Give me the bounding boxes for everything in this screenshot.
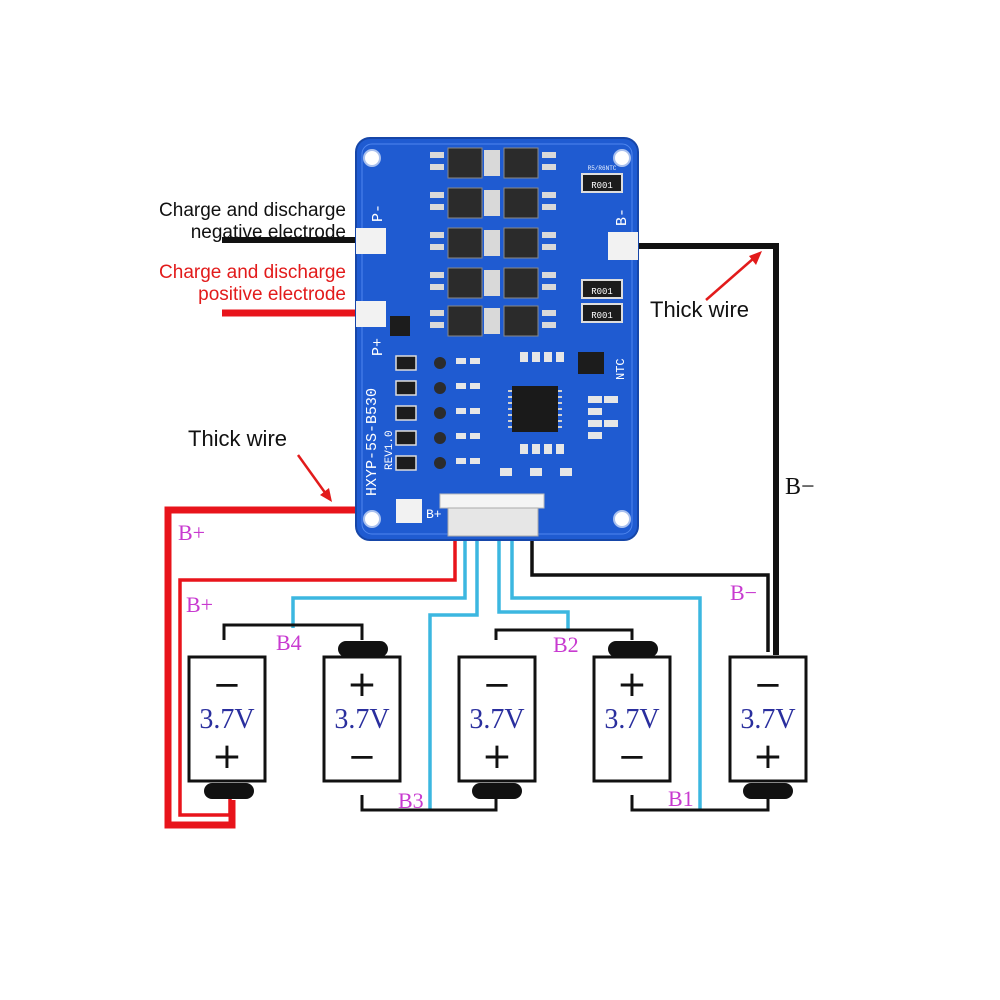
- mount-hole: [363, 149, 381, 167]
- cell-5-bottom-symbol: +: [753, 736, 783, 777]
- b-minus-pad: [608, 232, 638, 260]
- cell-4-top-symbol: +: [617, 664, 647, 705]
- shunt-label-a: R001: [591, 181, 613, 191]
- balance-wire-b2: [497, 505, 570, 630]
- small-passives: [500, 352, 618, 476]
- thick-wire-left-label: Thick wire: [188, 426, 287, 451]
- label-b-plus-top: B+: [178, 520, 205, 545]
- cell-3-bottom-symbol: +: [482, 736, 512, 777]
- bms-board: R001 R001 R001 R5/R6NTC: [355, 137, 639, 541]
- cell-2-voltage: 3.7V: [334, 704, 389, 735]
- mount-hole: [363, 510, 381, 528]
- label-b-minus-low: B−: [730, 580, 757, 605]
- ntc-sensor: [578, 352, 604, 374]
- series-link-3-4: [494, 628, 634, 640]
- ntc-label: NTC: [614, 358, 628, 380]
- arrow-icon: [296, 454, 332, 502]
- cell-1-top-symbol: −: [213, 665, 242, 705]
- mosfet-array: [430, 147, 556, 337]
- balance-connector: [439, 493, 545, 537]
- balance-wire-b1: [510, 505, 702, 810]
- cell-2-top-symbol: +: [347, 664, 377, 705]
- shunt-label-c: R001: [591, 311, 613, 321]
- neg-electrode-line1: Charge and discharge: [159, 200, 346, 221]
- cell-3-voltage: 3.7V: [469, 704, 524, 735]
- arrow-icon: [705, 251, 762, 301]
- cell-5-voltage: 3.7V: [740, 704, 795, 735]
- battery-cell-4: + 3.7V −: [592, 641, 672, 783]
- battery-cell-2: + 3.7V −: [322, 641, 402, 783]
- mount-hole: [613, 510, 631, 528]
- chip-silkscreen: R5/R6NTC: [588, 165, 617, 172]
- battery-cell-1: − 3.7V +: [187, 655, 267, 799]
- series-link-1-2: [222, 623, 364, 640]
- balance-wire-b3: [428, 505, 479, 810]
- board-model-label: HXYP-5S-B530: [364, 388, 381, 496]
- p-minus-pad: [356, 228, 386, 254]
- small-transistor: [390, 316, 410, 336]
- b-minus-thick-wire: [620, 243, 779, 655]
- neg-electrode-line2: negative electrode: [191, 222, 346, 243]
- annotations: Charge and discharge negative electrode …: [159, 200, 762, 502]
- b-plus-pad: [396, 499, 422, 523]
- label-b2: B2: [553, 632, 579, 657]
- cell-5-top-symbol: −: [754, 665, 783, 705]
- cell-2-bottom-symbol: −: [348, 737, 377, 777]
- protection-ic: [508, 386, 562, 432]
- pos-electrode-line2: positive electrode: [198, 284, 346, 305]
- mount-hole: [613, 149, 631, 167]
- cell-3-top-symbol: −: [483, 665, 512, 705]
- label-b-plus-side: B+: [186, 592, 213, 617]
- pin-label-p-plus: P+: [370, 338, 387, 356]
- series-link-2-3: [360, 795, 498, 812]
- cell-4-voltage: 3.7V: [604, 704, 659, 735]
- cell-1-bottom-symbol: +: [212, 736, 242, 777]
- shunt-label-b: R001: [591, 287, 613, 297]
- cell-4-bottom-symbol: −: [618, 737, 647, 777]
- label-b4: B4: [276, 630, 302, 655]
- series-link-4-5: [630, 795, 770, 812]
- cell-1-voltage: 3.7V: [199, 704, 254, 735]
- thick-wire-right-label: Thick wire: [650, 297, 749, 322]
- label-b3: B3: [398, 788, 424, 813]
- wire-labels: B+ B+ B4 B3 B2 B1 B−: [178, 520, 757, 813]
- label-b-minus-right: B−: [785, 474, 815, 500]
- board-revision-label: REV1.0: [384, 430, 396, 470]
- shunt-resistors: R001 R001 R001 R5/R6NTC: [581, 165, 623, 323]
- pin-label-p-minus: P-: [370, 204, 387, 222]
- pin-label-b-minus: B-: [614, 208, 631, 226]
- p-plus-pad: [356, 301, 386, 327]
- battery-cell-5: − 3.7V +: [728, 655, 808, 799]
- pin-label-b-plus: B+: [426, 507, 442, 522]
- pos-electrode-line1: Charge and discharge: [159, 262, 346, 283]
- battery-cells: − 3.7V + + 3.7V − − 3.7V + + 3.7V −: [187, 641, 808, 799]
- label-b1: B1: [668, 786, 694, 811]
- balance-components: [395, 355, 480, 471]
- b-plus-thick-wire: [164, 506, 410, 829]
- balance-wire-b4: [291, 505, 467, 628]
- battery-cell-3: − 3.7V +: [457, 655, 537, 799]
